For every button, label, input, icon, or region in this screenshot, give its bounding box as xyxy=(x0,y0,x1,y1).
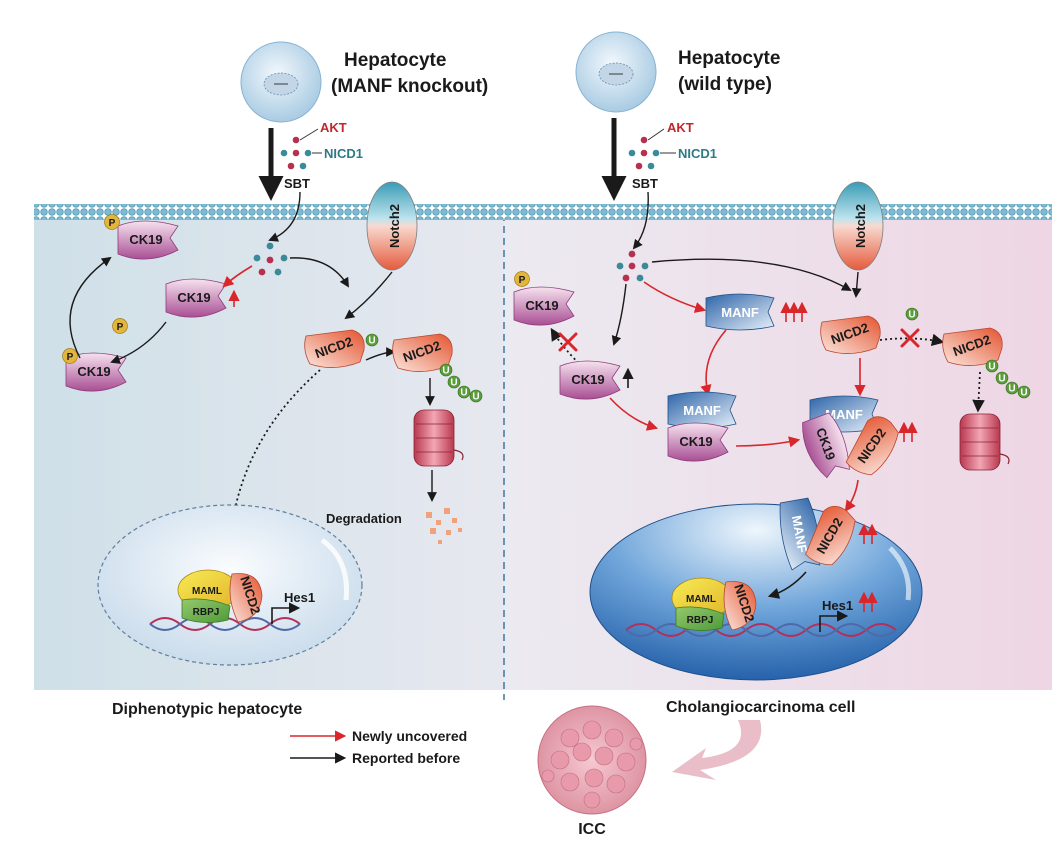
right-sbt-cluster xyxy=(628,136,660,170)
svg-text:CK19: CK19 xyxy=(679,434,712,449)
rbpj-protein xyxy=(675,606,725,631)
svg-text:U: U xyxy=(1020,388,1027,399)
left-akt-label: AKT xyxy=(320,120,347,135)
proteasome-icon xyxy=(959,413,1010,471)
svg-text:CK19: CK19 xyxy=(177,290,210,305)
right-ck19-phospho: CK19 xyxy=(513,286,575,326)
svg-text:U: U xyxy=(368,336,375,347)
right-notch2-label: Notch2 xyxy=(853,204,868,248)
phospho-icon: P xyxy=(104,214,120,230)
svg-text:P: P xyxy=(109,218,116,229)
polyubiquitin-chain: U U U U xyxy=(439,363,483,403)
rbpj-protein xyxy=(181,598,231,623)
left-hes1-label: Hes1 xyxy=(284,590,315,605)
svg-text:MANF: MANF xyxy=(721,305,759,320)
svg-text:U: U xyxy=(450,378,457,389)
manf-nicd2-nuclear-complex: MANF NICD2 xyxy=(775,496,863,572)
right-dna xyxy=(625,623,897,637)
svg-text:MAML: MAML xyxy=(686,594,716,605)
svg-text:P: P xyxy=(117,322,124,333)
svg-text:U: U xyxy=(988,362,995,373)
left-cell-label: Diphenotypic hepatocyte xyxy=(112,701,302,718)
left-sbt-label: SBT xyxy=(284,176,310,191)
right-cell-label: Cholangiocarcinoma cell xyxy=(666,699,855,716)
ubiquitin-icon: U xyxy=(905,307,919,321)
left-title-line2: (MANF knockout) xyxy=(331,76,488,97)
proteasome-icon xyxy=(413,409,464,467)
svg-text:CK19: CK19 xyxy=(129,232,162,247)
left-nicd1-label: NICD1 xyxy=(324,146,363,161)
right-nicd2-ubiquitinated: NICD2 xyxy=(942,327,1003,366)
svg-text:U: U xyxy=(908,310,915,321)
left-sbt-cluster xyxy=(280,136,312,170)
svg-text:CK19: CK19 xyxy=(571,372,604,387)
svg-text:U: U xyxy=(442,366,449,377)
left-notch2-receptor: Notch2 xyxy=(366,181,418,271)
svg-text:CK19: CK19 xyxy=(77,364,110,379)
right-notch2-receptor: Notch2 xyxy=(832,181,884,271)
polyubiquitin-chain: U U U U xyxy=(985,359,1031,399)
degradation-label: Degradation xyxy=(326,511,402,526)
right-title-line1: Hepatocyte xyxy=(678,48,780,69)
svg-text:U: U xyxy=(1008,384,1015,395)
svg-text:U: U xyxy=(460,388,467,399)
left-transcription-complex: MAML RBPJ NICD2 xyxy=(177,569,264,623)
cell-membrane xyxy=(34,204,1052,220)
right-nicd1-label: NICD1 xyxy=(678,146,717,161)
right-hes1-label: Hes1 xyxy=(822,598,853,613)
nicd2-complex-upregulated-arrows xyxy=(898,421,918,442)
nicd2-nuclear xyxy=(723,581,757,631)
left-hepatocyte xyxy=(240,41,322,123)
left-sbt-intracellular xyxy=(253,242,288,276)
svg-text:MANF: MANF xyxy=(825,407,863,422)
left-hes1-arrow xyxy=(271,602,301,624)
left-ck19-middle: CK19 xyxy=(165,278,227,318)
right-transcription-complex: MAML RBPJ NICD2 xyxy=(671,577,758,631)
svg-text:U: U xyxy=(472,392,479,403)
ubiquitin-icon: U xyxy=(365,333,379,347)
left-notch2-label: Notch2 xyxy=(387,204,402,248)
left-nicd2: NICD2 xyxy=(304,329,365,368)
svg-text:CK19: CK19 xyxy=(525,298,558,313)
right-manf: MANF xyxy=(705,293,775,331)
manf-upregulated-arrows xyxy=(780,301,808,322)
degradation-fragments-icon xyxy=(426,508,462,544)
svg-text:P: P xyxy=(519,275,526,286)
legend-red-label: Newly uncovered xyxy=(352,728,467,744)
right-hepatocyte xyxy=(575,31,657,113)
right-hes1-arrow xyxy=(819,610,849,632)
svg-text:MAML: MAML xyxy=(192,586,222,597)
nicd2-nuclear xyxy=(229,573,263,623)
legend: Newly uncovered Reported before xyxy=(290,728,467,766)
legend-black-label: Reported before xyxy=(352,750,460,766)
svg-text:RBPJ: RBPJ xyxy=(687,615,714,626)
right-ck19: CK19 xyxy=(559,360,621,400)
svg-text:RBPJ: RBPJ xyxy=(193,607,220,618)
manf-ck19-complex: MANF CK19 xyxy=(667,391,737,462)
right-title-line2: (wild type) xyxy=(678,74,772,95)
right-sbt-label: SBT xyxy=(632,176,658,191)
svg-text:MANF: MANF xyxy=(789,514,810,554)
phospho-icon: P xyxy=(112,318,128,334)
right-akt-label: AKT xyxy=(667,120,694,135)
svg-text:U: U xyxy=(998,374,1005,385)
icc-label: ICC xyxy=(578,821,606,838)
left-ck19-bottom: CK19 xyxy=(65,352,127,392)
right-sbt-intracellular xyxy=(616,250,649,282)
nuclear-nicd2-upregulated-arrows xyxy=(858,523,878,544)
svg-text:MANF: MANF xyxy=(683,403,721,418)
blocked-x-icon xyxy=(900,328,920,348)
phospho-icon: P xyxy=(514,271,530,287)
phospho-icon: P xyxy=(62,348,78,364)
icc-curved-arrow xyxy=(672,720,762,780)
left-ck19-top: CK19 xyxy=(117,220,179,260)
right-nicd2: NICD2 xyxy=(820,315,881,354)
svg-text:P: P xyxy=(67,352,74,363)
icc-tumor-icon xyxy=(537,705,647,815)
left-title-line1: Hepatocyte xyxy=(344,50,446,71)
blocked-x-icon xyxy=(558,332,578,352)
hes1-upregulated-arrows xyxy=(858,591,878,612)
left-nicd2-ubiquitinated: NICD2 xyxy=(392,333,453,372)
